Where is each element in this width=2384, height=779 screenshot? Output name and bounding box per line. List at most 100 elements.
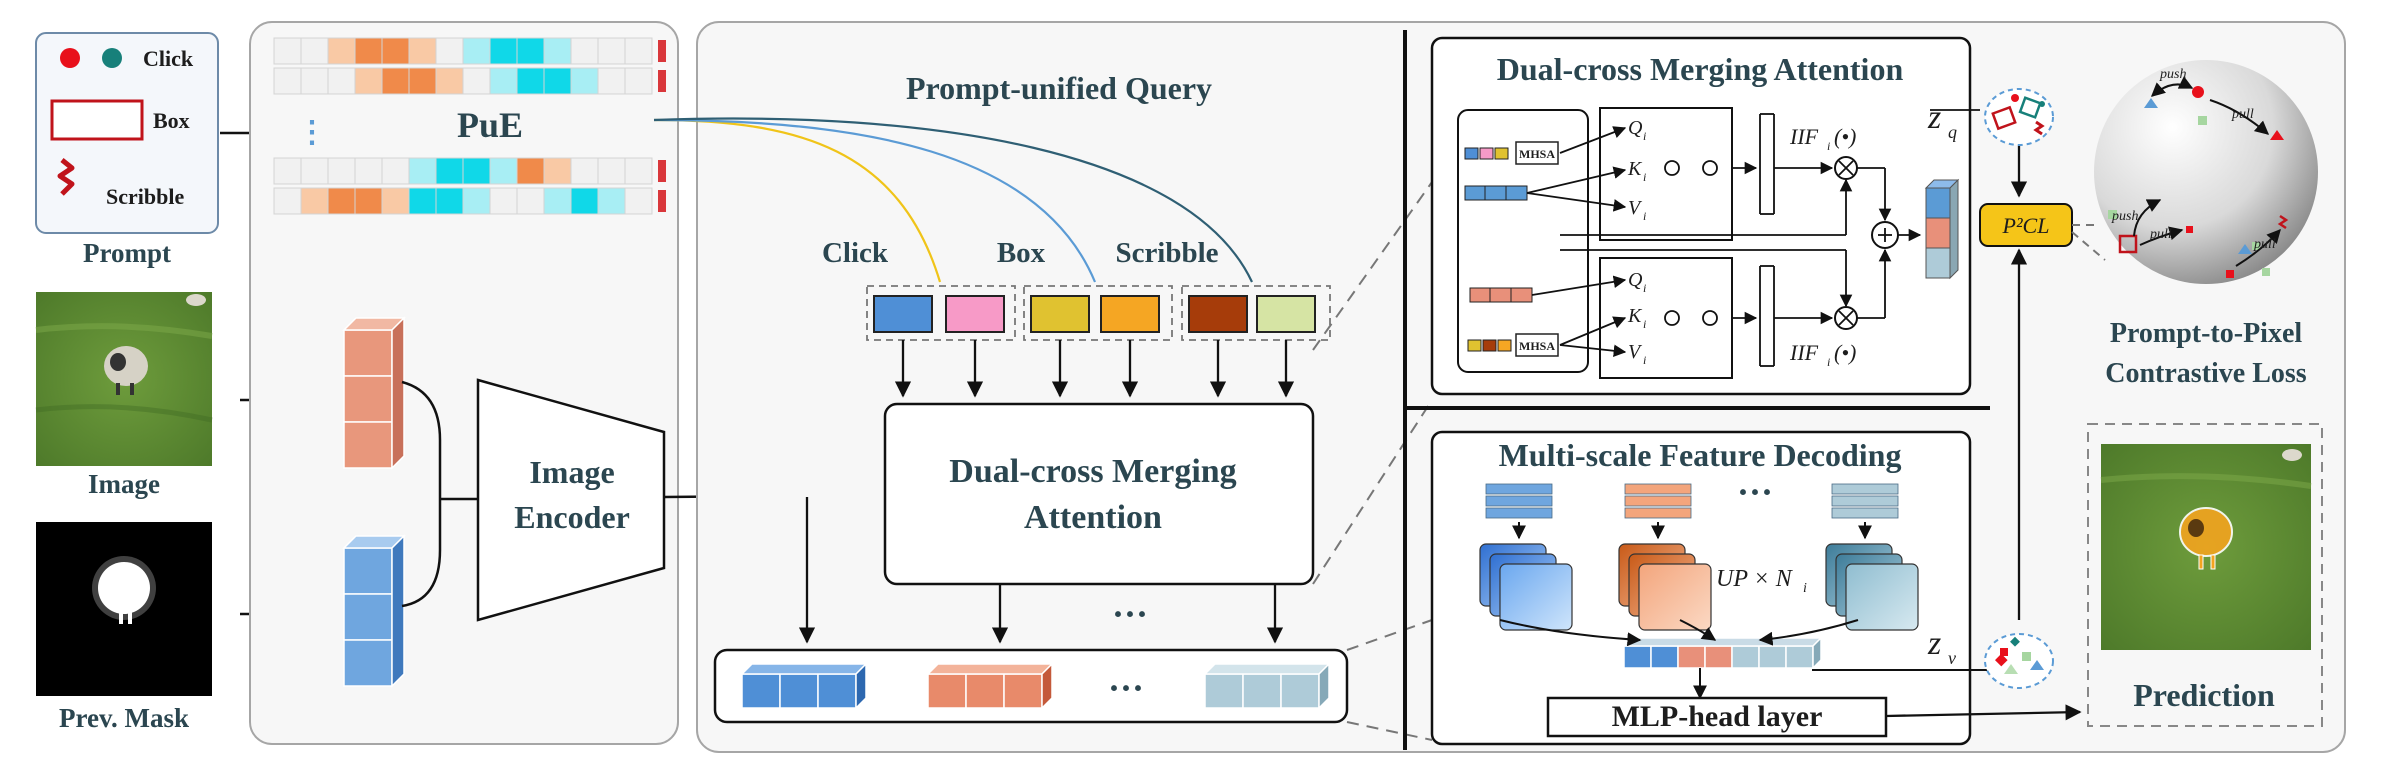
pue-cell <box>435 37 464 65</box>
pue-cell <box>273 187 302 215</box>
mlp-head-label: MLP-head layer <box>1612 700 1823 733</box>
output-token <box>779 673 819 709</box>
svg-text:pull: pull <box>2253 237 2276 252</box>
concat-token <box>1623 645 1652 669</box>
svg-text:(•): (•) <box>1834 124 1856 149</box>
pue-cell <box>570 187 599 215</box>
prediction-label: Prediction <box>2133 677 2275 713</box>
svg-text:V: V <box>1628 197 1643 219</box>
query-click-label: Click <box>822 237 889 269</box>
pue-cell <box>462 67 491 95</box>
pue-end-marker <box>658 160 666 182</box>
pue-cell <box>624 187 653 215</box>
zv-label: z v <box>1927 625 1956 668</box>
zv-pixel-embedding <box>1984 633 2054 689</box>
svg-text:Q: Q <box>1628 269 1643 291</box>
svg-text:i: i <box>1643 353 1646 367</box>
query-box-label: Box <box>997 237 1046 269</box>
dcma-output-tokens <box>1924 178 1960 280</box>
pue-cell <box>273 37 302 65</box>
svg-text:i: i <box>1643 170 1646 184</box>
mask-feature-cubes <box>342 534 406 688</box>
dcma-label-line2: Attention <box>1024 499 1162 536</box>
mhsa-label-top: MHSA <box>1519 147 1555 161</box>
pue-cell <box>300 157 329 185</box>
svg-text:IIF: IIF <box>1789 340 1819 365</box>
pue-cell <box>408 157 437 185</box>
pue-end-marker <box>658 40 666 62</box>
pue-cell <box>354 37 383 65</box>
p2cl-label: P²CL <box>2002 213 2050 238</box>
concat-token <box>1677 645 1706 669</box>
svg-text:z: z <box>1927 625 1941 662</box>
svg-text:i: i <box>1803 581 1807 596</box>
scribble-prompt-icon <box>57 158 75 196</box>
concat-token <box>1785 645 1814 669</box>
feature-merge-bracket <box>401 380 442 608</box>
pue-cell <box>543 157 572 185</box>
pue-cell <box>435 157 464 185</box>
output-token-stacks <box>740 662 1331 710</box>
dcma-label-line1: Dual-cross Merging <box>949 453 1236 490</box>
svg-text:pull: pull <box>2231 107 2254 122</box>
prompt-legend: Click Box Scribble Prompt <box>35 32 219 268</box>
pue-cell <box>543 187 572 215</box>
push-pull-arrows <box>2133 76 2281 267</box>
pue-cell <box>435 187 464 215</box>
output-token <box>1204 673 1244 709</box>
pue-embeddings <box>273 37 666 215</box>
pue-cell <box>408 67 437 95</box>
feature-cube <box>343 593 393 641</box>
msfd-token-bar <box>1831 495 1899 507</box>
svg-text:i: i <box>1643 317 1646 331</box>
output-token <box>927 673 967 709</box>
concat-token <box>1731 645 1760 669</box>
pue-cell <box>327 187 356 215</box>
pue-cell <box>489 187 518 215</box>
pue-cell <box>381 37 410 65</box>
pue-end-marker <box>658 190 666 212</box>
lower-prompt-tokens: MHSA <box>1467 287 1559 357</box>
legend-box-label: Box <box>153 108 190 133</box>
box-prompt-icon <box>50 99 144 141</box>
pue-cell <box>570 37 599 65</box>
svg-text:pull: pull <box>2149 227 2172 242</box>
click-teal-dot-icon <box>102 48 122 68</box>
sheep-icon <box>104 346 148 386</box>
svg-text:i: i <box>1827 355 1830 369</box>
svg-text:i: i <box>1827 139 1830 153</box>
scribble-query-token <box>1188 295 1248 333</box>
svg-text:i: i <box>1643 281 1646 295</box>
encoder-label-line2: Encoder <box>514 499 630 535</box>
click-query-token <box>873 295 933 333</box>
contrastive-title-line2: Contrastive Loss <box>2105 358 2307 389</box>
msfd-feature-map <box>1499 563 1573 631</box>
pue-cell <box>597 157 626 185</box>
pue-cell <box>597 67 626 95</box>
msfd-token-bar <box>1485 507 1553 519</box>
svg-text:i: i <box>1643 129 1646 143</box>
output-token <box>741 673 781 709</box>
mlp-head-block <box>1546 696 1888 738</box>
dcma-input-box <box>1457 109 1589 373</box>
msfd-token-bar <box>1831 483 1899 495</box>
pue-cell <box>489 157 518 185</box>
svg-text:V: V <box>1628 341 1643 363</box>
pue-cell <box>570 67 599 95</box>
pue-label: PuE <box>457 105 523 145</box>
image-encoder-block <box>476 378 666 622</box>
dcma-output-dots: ··· <box>1112 594 1148 634</box>
pue-cell <box>300 187 329 215</box>
concat-token <box>1650 645 1679 669</box>
legend-click-label: Click <box>143 46 194 71</box>
upper-prompt-tokens: MHSA <box>1464 141 1559 201</box>
pue-cell <box>489 37 518 65</box>
msfd-token-bar <box>1624 483 1692 495</box>
msfd-token-bar <box>1831 507 1899 519</box>
pue-cell <box>381 157 410 185</box>
output-token <box>965 673 1005 709</box>
pue-cell <box>624 37 653 65</box>
svg-text:Q: Q <box>1628 117 1643 139</box>
output-token <box>1003 673 1043 709</box>
